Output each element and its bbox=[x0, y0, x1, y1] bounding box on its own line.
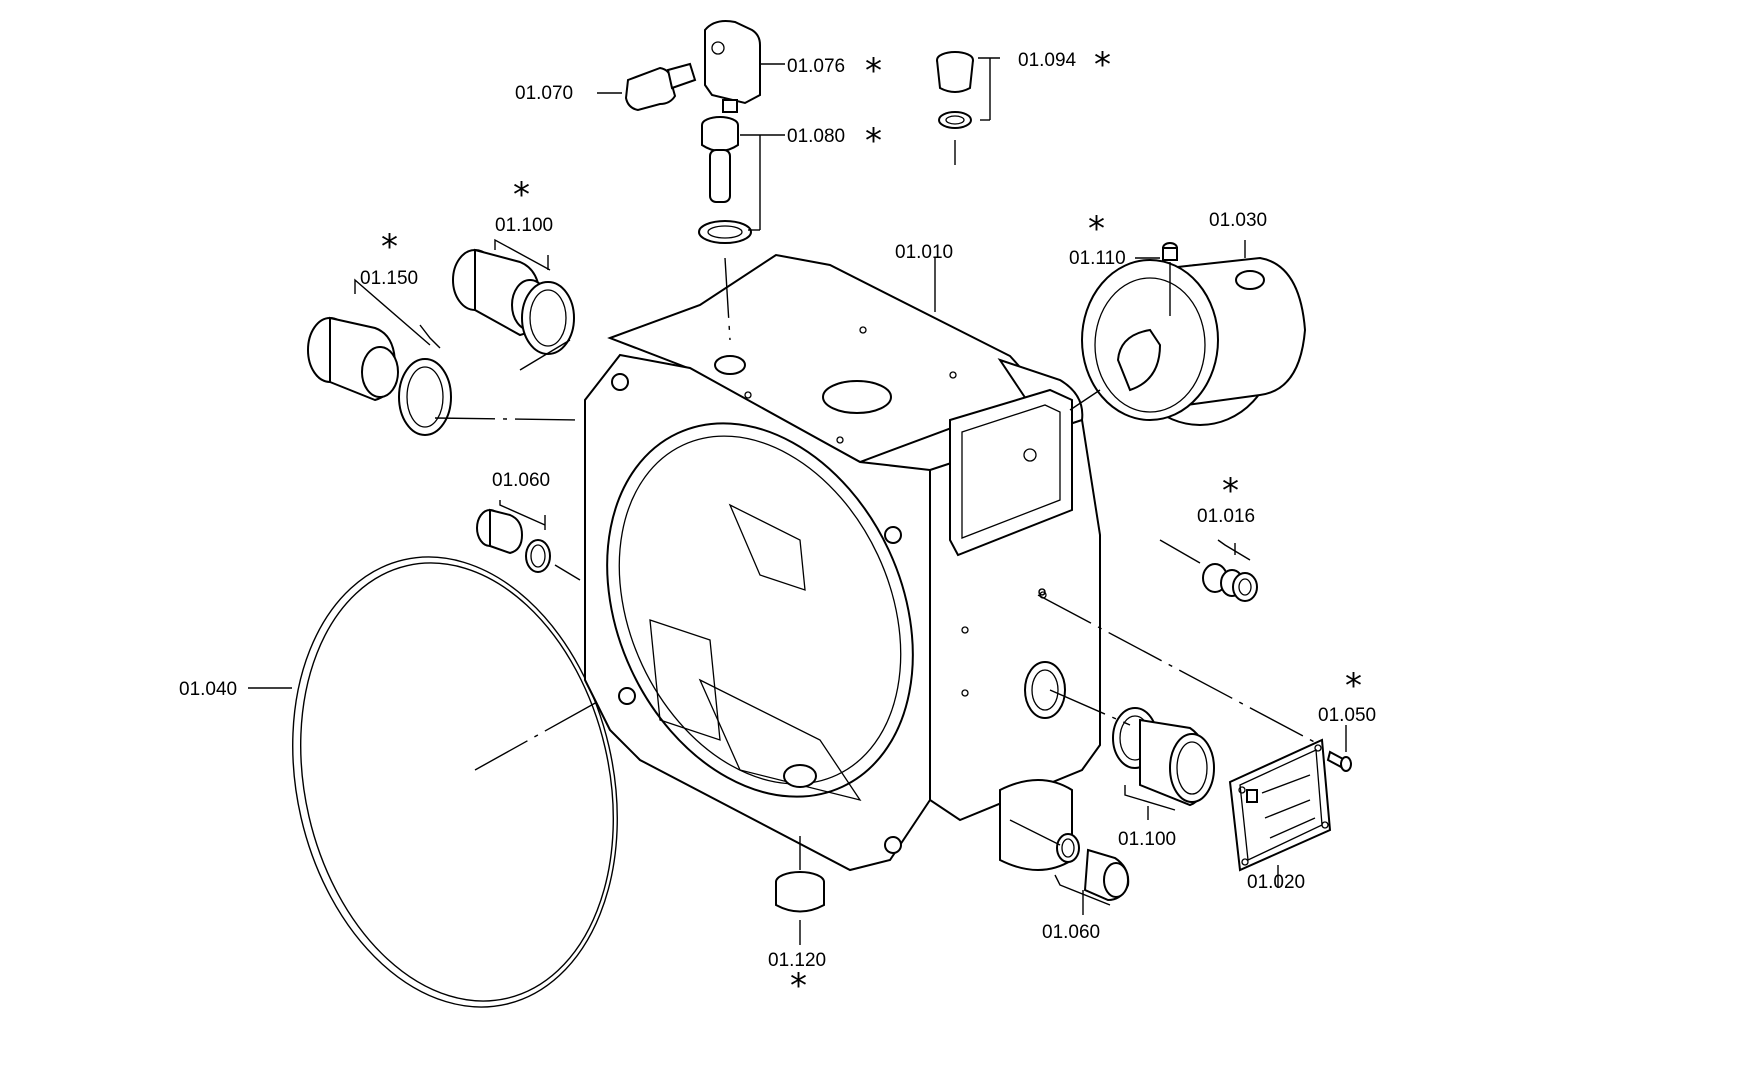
label-01-080: 01.080 bbox=[787, 126, 845, 147]
marker-01-110: * bbox=[1088, 209, 1105, 249]
marker-01-016: * bbox=[1222, 471, 1239, 511]
label-01-120: 01.120 bbox=[768, 950, 826, 971]
name-plate-01-020 bbox=[1038, 595, 1330, 888]
marker-01-150: * bbox=[381, 227, 398, 267]
plug-01-016 bbox=[1160, 540, 1257, 601]
label-01-070: 01.070 bbox=[515, 83, 573, 104]
marker-01-094: * bbox=[1094, 45, 1111, 85]
drive-flange-01-030 bbox=[1070, 240, 1305, 425]
marker-01-120: * bbox=[790, 966, 807, 1006]
label-01-100-upper: 01.100 bbox=[495, 215, 553, 236]
label-01-016: 01.016 bbox=[1197, 506, 1255, 527]
marker-01-076: * bbox=[865, 51, 882, 91]
marker-01-050: * bbox=[1345, 666, 1362, 706]
marker-01-100-upper: * bbox=[513, 175, 530, 215]
label-01-010: 01.010 bbox=[895, 242, 953, 263]
label-01-040: 01.040 bbox=[179, 679, 237, 700]
plug-01-120 bbox=[776, 836, 824, 945]
label-01-076: 01.076 bbox=[787, 56, 845, 77]
marker-01-080: * bbox=[865, 121, 882, 161]
label-01-030: 01.030 bbox=[1209, 210, 1267, 231]
label-01-060-left: 01.060 bbox=[492, 470, 550, 491]
label-01-110: 01.110 bbox=[1069, 248, 1126, 269]
main-housing-01-010 bbox=[549, 255, 1100, 870]
rivet-01-050 bbox=[1328, 725, 1351, 771]
label-01-060-lower: 01.060 bbox=[1042, 922, 1100, 943]
plug-assembly-01-150 bbox=[308, 280, 580, 435]
banjo-fitting-01-076 bbox=[705, 21, 785, 112]
plug-01-094 bbox=[937, 52, 1000, 165]
banjo-bolt-01-080 bbox=[699, 117, 785, 340]
label-01-100-lower: 01.100 bbox=[1118, 829, 1176, 850]
label-01-050: 01.050 bbox=[1318, 705, 1376, 726]
label-01-094: 01.094 bbox=[1018, 50, 1077, 71]
grub-screw-01-110 bbox=[1135, 243, 1177, 316]
sensor-plug-01-070 bbox=[597, 64, 695, 110]
plug-assembly-01-100-lower bbox=[1050, 690, 1214, 820]
label-01-020: 01.020 bbox=[1247, 872, 1305, 893]
plug-assembly-01-100-upper bbox=[453, 240, 574, 370]
plug-01-060-lower bbox=[1010, 820, 1128, 915]
plug-01-060-left bbox=[477, 500, 580, 580]
label-01-150: 01.150 bbox=[360, 268, 418, 289]
